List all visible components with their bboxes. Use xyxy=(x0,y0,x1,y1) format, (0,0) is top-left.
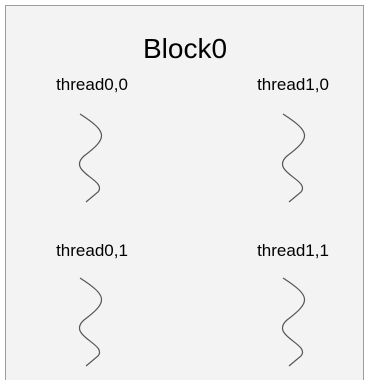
thread-wave-icon xyxy=(78,113,103,203)
block-container xyxy=(5,5,364,380)
thread-wave-icon xyxy=(281,277,306,367)
thread-wave-icon xyxy=(78,277,103,367)
thread-wave-icon xyxy=(281,113,306,203)
thread-label: thread1,1 xyxy=(257,241,329,260)
thread-label: thread1,0 xyxy=(257,75,329,94)
thread-label: thread0,1 xyxy=(56,241,128,260)
thread-label: thread0,0 xyxy=(56,75,128,94)
block-diagram: Block0 thread0,0 thread1,0 thread0,1 thr… xyxy=(5,5,364,380)
block-title: Block0 xyxy=(142,33,228,64)
